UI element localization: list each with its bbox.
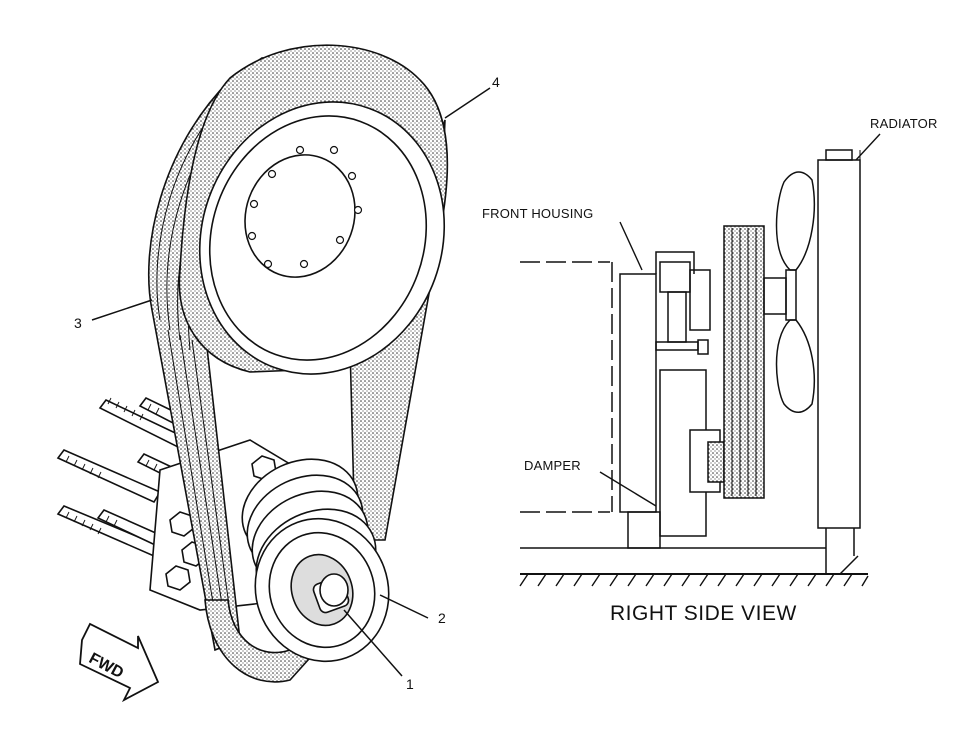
callout-1: 1 <box>406 676 414 692</box>
callout-3: 3 <box>74 315 82 331</box>
callout-leaders <box>91 87 491 677</box>
belt-side <box>723 225 765 499</box>
side-leaders <box>599 133 881 507</box>
damper-housing <box>627 369 725 549</box>
engine-outline <box>520 261 613 513</box>
front-housing-label: FRONT HOUSING <box>482 206 594 221</box>
bracket-bolts <box>165 455 277 591</box>
radiator <box>817 149 861 575</box>
view-title: RIGHT SIDE VIEW <box>610 602 797 625</box>
drive-pulley <box>241 458 390 663</box>
ground-hatch <box>519 573 869 587</box>
large-pulley <box>178 44 449 375</box>
damper-label: DAMPER <box>524 458 581 473</box>
side-view <box>519 133 881 587</box>
callout-2: 2 <box>438 610 446 626</box>
radiator-label: RADIATOR <box>870 116 938 131</box>
fan <box>763 171 815 413</box>
fwd-arrow-shape <box>79 622 160 703</box>
pulley-bolt-holes <box>247 145 363 269</box>
callout-4: 4 <box>492 74 500 90</box>
isometric-view <box>56 44 491 703</box>
